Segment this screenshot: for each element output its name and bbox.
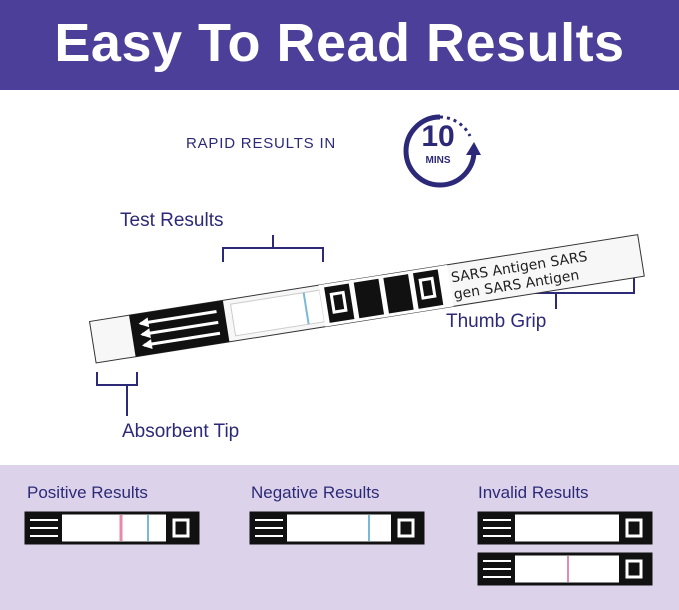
logo-mark-icon <box>418 276 437 300</box>
timer-arrow-icon <box>466 142 481 155</box>
positive-results-label: Positive Results <box>27 483 148 502</box>
arrow-icon <box>138 317 150 328</box>
logo-mark-icon <box>172 518 190 538</box>
negative-strip <box>249 511 425 545</box>
absorbent-tip-label: Absorbent Tip <box>122 421 240 442</box>
invalid-results-label: Invalid Results <box>478 483 589 502</box>
absorbent-tip-bracket <box>96 372 138 416</box>
logo-mark-icon <box>329 290 348 314</box>
test-strip: SARS Antigen SARS gen SARS Antigen <box>88 234 645 364</box>
test-results-bracket <box>222 235 324 262</box>
rapid-results-text: RAPID RESULTS IN <box>186 135 337 152</box>
logo-mark-icon <box>397 518 415 538</box>
logo-mark-icon <box>625 518 643 538</box>
header-banner: Easy To Read Results <box>0 0 679 90</box>
arrow-lines <box>140 310 221 347</box>
test-results-label: Test Results <box>120 210 224 231</box>
invalid-strip <box>477 552 653 586</box>
arrow-icon <box>141 339 153 349</box>
arrow-icon <box>140 328 151 339</box>
invalid-strip <box>477 511 653 545</box>
negative-results-label: Negative Results <box>251 483 380 502</box>
timer-icon <box>403 114 481 188</box>
positive-strip <box>24 511 200 545</box>
thumb-grip-label: Thumb Grip <box>446 311 547 332</box>
housing-block <box>353 278 385 319</box>
timer-unit: MINS <box>426 155 451 166</box>
timer-number: 10 <box>421 120 454 153</box>
housing-block <box>383 274 414 314</box>
logo-mark-icon <box>625 559 643 579</box>
control-line <box>302 292 310 325</box>
page-title: Easy To Read Results <box>54 13 625 73</box>
